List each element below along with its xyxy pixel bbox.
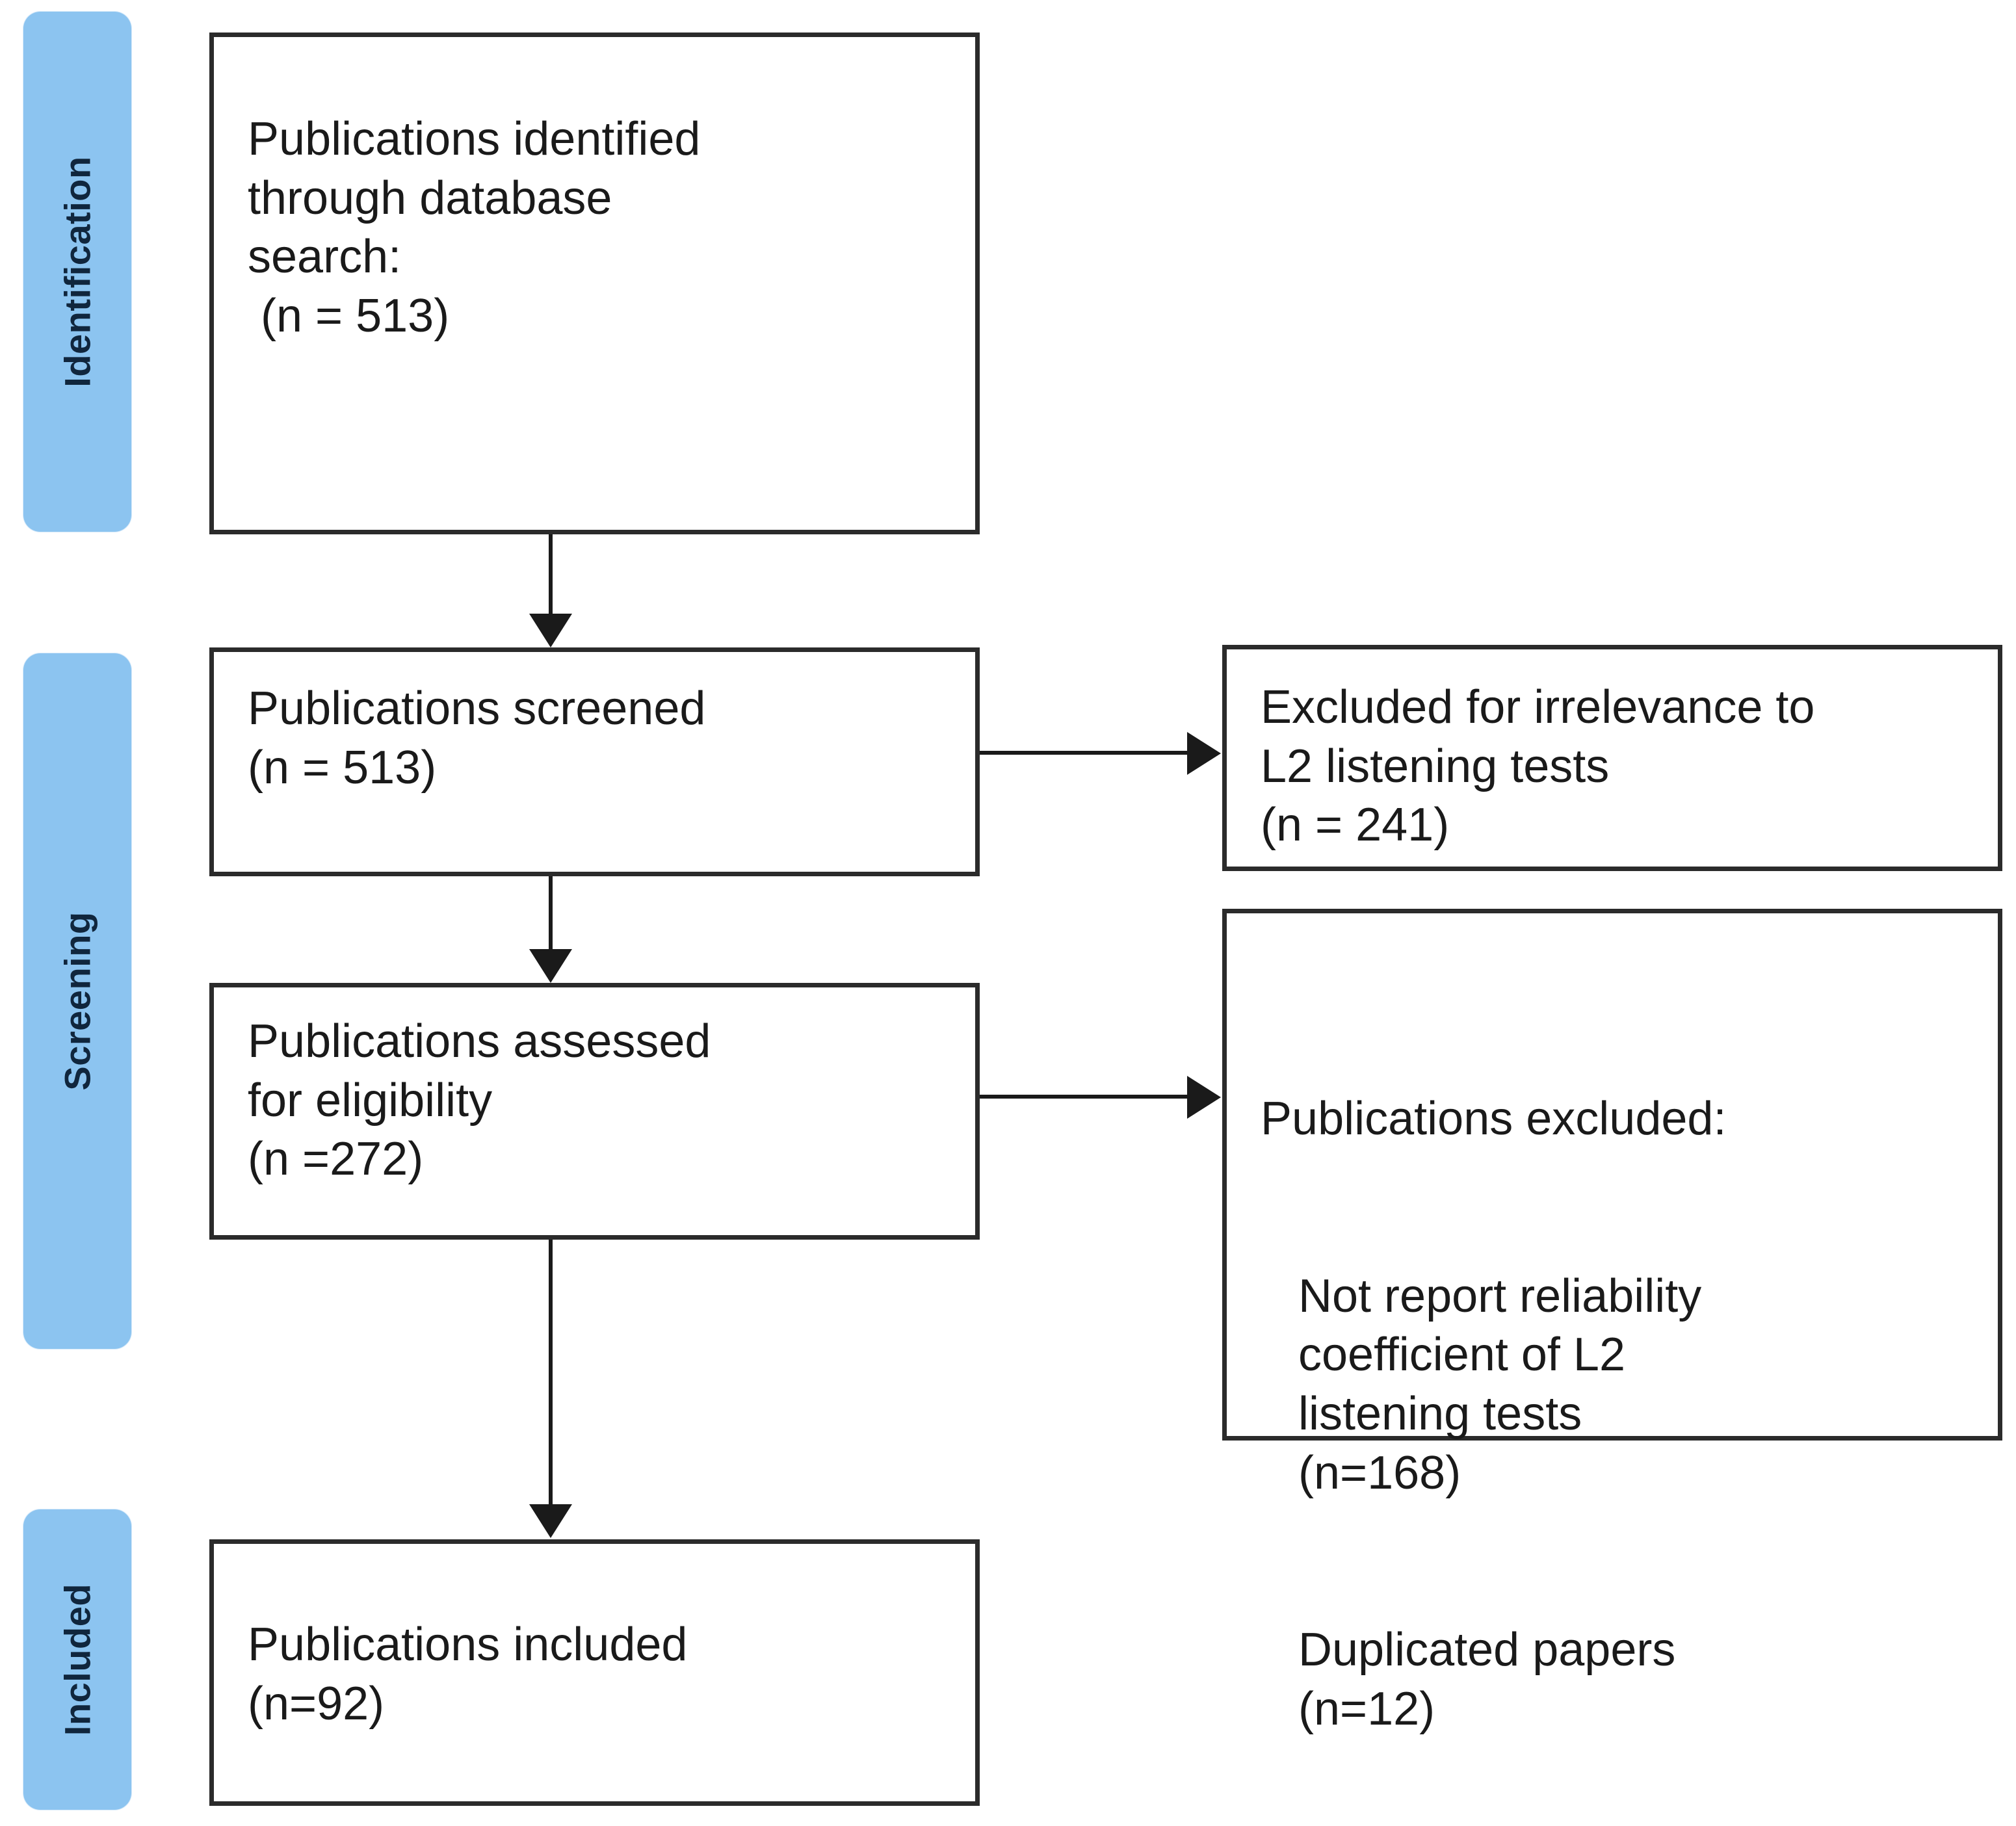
stage-label-screening: Screening [57, 911, 98, 1091]
excluded-reason-duplicated-papers: Duplicated papers (n=12) [1298, 1623, 1676, 1735]
stage-label-identification: Identification [57, 156, 98, 387]
connector-line [549, 1240, 553, 1506]
box-publications-assessed-text: Publications assessed for eligibility (n… [248, 1015, 711, 1186]
connector-line [549, 534, 553, 618]
connector-line [980, 1095, 1189, 1099]
stage-bar-included: Included [23, 1509, 131, 1810]
arrow-head-down-icon [529, 614, 572, 647]
stage-bar-identification: Identification [23, 12, 131, 532]
arrow-head-right-icon [1187, 732, 1221, 775]
box-publications-screened: Publications screened (n = 513) [209, 647, 980, 876]
box-publications-identified-text: Publications identified through database… [248, 113, 701, 343]
arrow-head-down-icon [529, 1504, 572, 1538]
box-publications-excluded: Publications excluded: Not report reliab… [1222, 909, 2002, 1735]
excluded-heading: Publications excluded: [1261, 1093, 1727, 1145]
box-publications-included: Publications included (n=92) [209, 1539, 980, 1806]
stage-label-included: Included [57, 1583, 98, 1736]
box-publications-identified: Publications identified through database… [209, 33, 980, 534]
connector-line [980, 751, 1189, 755]
box-publications-assessed-for-eligibility: Publications assessed for eligibility (n… [209, 983, 980, 1240]
connector-line [549, 876, 553, 953]
box-publications-included-text: Publications included (n=92) [248, 1619, 688, 1730]
box-publications-excluded-text: Publications excluded: Not report reliab… [1261, 972, 1985, 1826]
arrow-head-down-icon [529, 949, 572, 983]
stage-bar-screening: Screening [23, 653, 131, 1349]
box-excluded-for-irrelevance: Excluded for irrelevance to L2 listening… [1222, 645, 2002, 871]
arrow-head-right-icon [1187, 1076, 1221, 1119]
excluded-reason-not-report-reliability: Not report reliability coefficient of L2… [1298, 1270, 1702, 1499]
box-excluded-for-irrelevance-text: Excluded for irrelevance to L2 listening… [1261, 681, 1815, 852]
box-publications-screened-text: Publications screened (n = 513) [248, 683, 706, 794]
